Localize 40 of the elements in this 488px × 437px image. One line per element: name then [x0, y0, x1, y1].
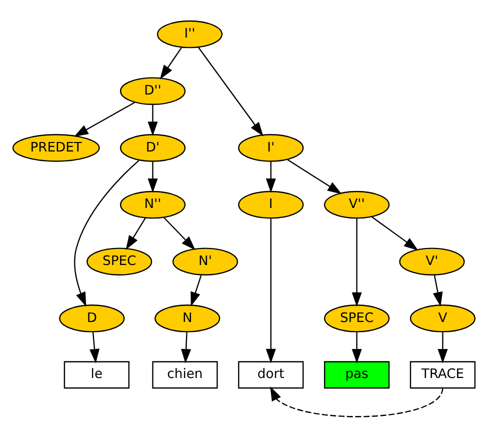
arrow: [190, 274, 202, 306]
arrow: [126, 217, 146, 250]
node-box: pas: [324, 360, 390, 388]
node-box: le: [64, 360, 130, 388]
arrow: [266, 218, 276, 363]
arrow: [74, 102, 135, 136]
node-ellipse: SPEC: [324, 304, 390, 332]
arrow: [270, 386, 444, 417]
node-ellipse: V'': [324, 190, 390, 218]
node-box: dort: [238, 360, 304, 388]
node-ellipse: N': [172, 247, 238, 275]
node-ellipse: I'': [156, 20, 223, 48]
arrow: [438, 332, 448, 363]
arrow: [163, 216, 196, 250]
arrow: [90, 332, 100, 363]
arrow: [352, 332, 362, 363]
arrow: [160, 46, 182, 79]
node-ellipse: I: [238, 190, 304, 218]
node-ellipse: D: [59, 304, 125, 332]
node-box: chien: [152, 360, 218, 388]
node-ellipse: V': [399, 247, 465, 275]
arrow: [181, 332, 192, 363]
node-ellipse: N'': [120, 190, 186, 218]
arrow: [352, 218, 362, 306]
arrow: [148, 161, 158, 192]
node-ellipse: I': [238, 134, 304, 162]
node-box: TRACE: [410, 360, 476, 388]
arrow: [266, 161, 276, 192]
arrow: [372, 216, 418, 250]
node-ellipse: SPEC: [86, 247, 152, 275]
node-ellipse: D': [120, 134, 186, 162]
arrow: [287, 158, 342, 194]
arrow: [74, 159, 140, 306]
node-ellipse: V: [410, 304, 476, 332]
node-ellipse: PREDET: [12, 134, 100, 162]
arrow: [198, 46, 264, 136]
arrow: [432, 274, 443, 306]
node-ellipse: N: [154, 304, 220, 332]
node-ellipse: D'': [120, 76, 186, 104]
arrow: [148, 104, 158, 136]
